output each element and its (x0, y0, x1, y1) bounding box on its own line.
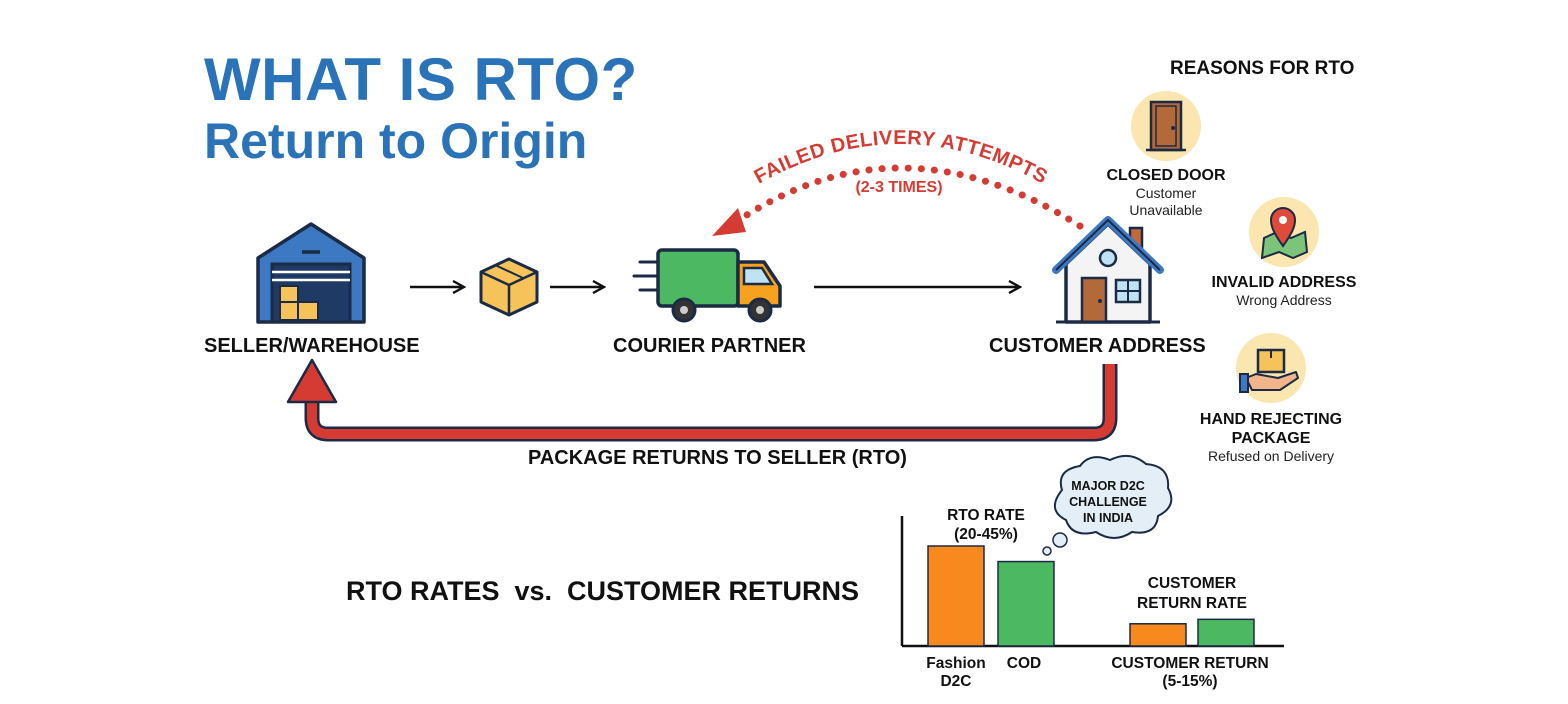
reasons-heading: REASONS FOR RTO (1170, 58, 1355, 79)
group-label-returns-2: RETURN RATE (1137, 595, 1247, 612)
bubble-line-1: MAJOR D2C (1071, 479, 1145, 493)
courier-partner-label: COURIER PARTNER (613, 335, 806, 357)
category-fashion-1: Fashion (926, 655, 985, 672)
chart-bars (927, 545, 1255, 647)
reason-title: PACKAGE (1231, 430, 1311, 447)
return-label: PACKAGE RETURNS TO SELLER (RTO) (528, 447, 907, 469)
bar-cod (997, 560, 1055, 647)
package-icon (479, 257, 539, 317)
failed-delivery-arrowhead (712, 208, 746, 236)
reason-detail: Wrong Address (1236, 292, 1332, 308)
category-cod: COD (1007, 655, 1041, 672)
reason-closed-door: CLOSED DOOR Customer Unavailable (1106, 166, 1225, 219)
reason-title: CLOSED DOOR (1106, 167, 1226, 184)
reason-detail: Unavailable (1129, 202, 1203, 218)
house-icon (1052, 216, 1164, 324)
bar-fashion-d2c (927, 545, 985, 647)
category-customer-return-2: (5-15%) (1162, 673, 1217, 690)
category-fashion-2: D2C (940, 673, 971, 690)
reason-invalid-address: INVALID ADDRESS Wrong Address (1212, 273, 1357, 309)
failed-delivery-arc (732, 164, 1084, 230)
page-subtitle: Return to Origin (204, 113, 588, 169)
bar-customer-return-green (1197, 618, 1255, 647)
bubble-line-3: IN INDIA (1083, 511, 1133, 525)
group-label-returns-1: CUSTOMER (1148, 575, 1236, 592)
seller-warehouse-label: SELLER/WAREHOUSE (204, 335, 420, 357)
page-title: WHAT IS RTO? (204, 46, 638, 113)
hand-package-icon (1236, 333, 1306, 403)
reason-title: INVALID ADDRESS (1211, 274, 1357, 291)
bubble-line-2: CHALLENGE (1069, 495, 1147, 509)
group-label-rto-1: RTO RATE (947, 507, 1025, 524)
return-arrow (307, 364, 1115, 439)
delivery-truck-icon (632, 248, 782, 323)
reason-title: HAND REJECTING (1199, 411, 1343, 428)
customer-address-label: CUSTOMER ADDRESS (989, 335, 1206, 357)
category-customer-return-1: CUSTOMER RETURN (1111, 655, 1268, 672)
return-arrowhead (286, 358, 338, 404)
group-label-rto-2: (20-45%) (954, 526, 1018, 543)
failed-times-label: (2-3 TIMES) (855, 179, 942, 196)
bar-customer-return-orange (1129, 623, 1187, 647)
map-pin-icon (1249, 197, 1319, 267)
thought-bubble (1042, 454, 1173, 556)
warehouse-icon (256, 222, 366, 324)
reason-detail: Customer (1135, 185, 1197, 201)
door-icon (1131, 91, 1201, 161)
comparison-title: RTO RATES vs. CUSTOMER RETURNS (346, 576, 860, 606)
reason-detail: Refused on Delivery (1207, 448, 1335, 464)
reason-refused: HAND REJECTING PACKAGE Refused on Delive… (1200, 410, 1342, 465)
return-arrow-outline (304, 364, 1118, 442)
